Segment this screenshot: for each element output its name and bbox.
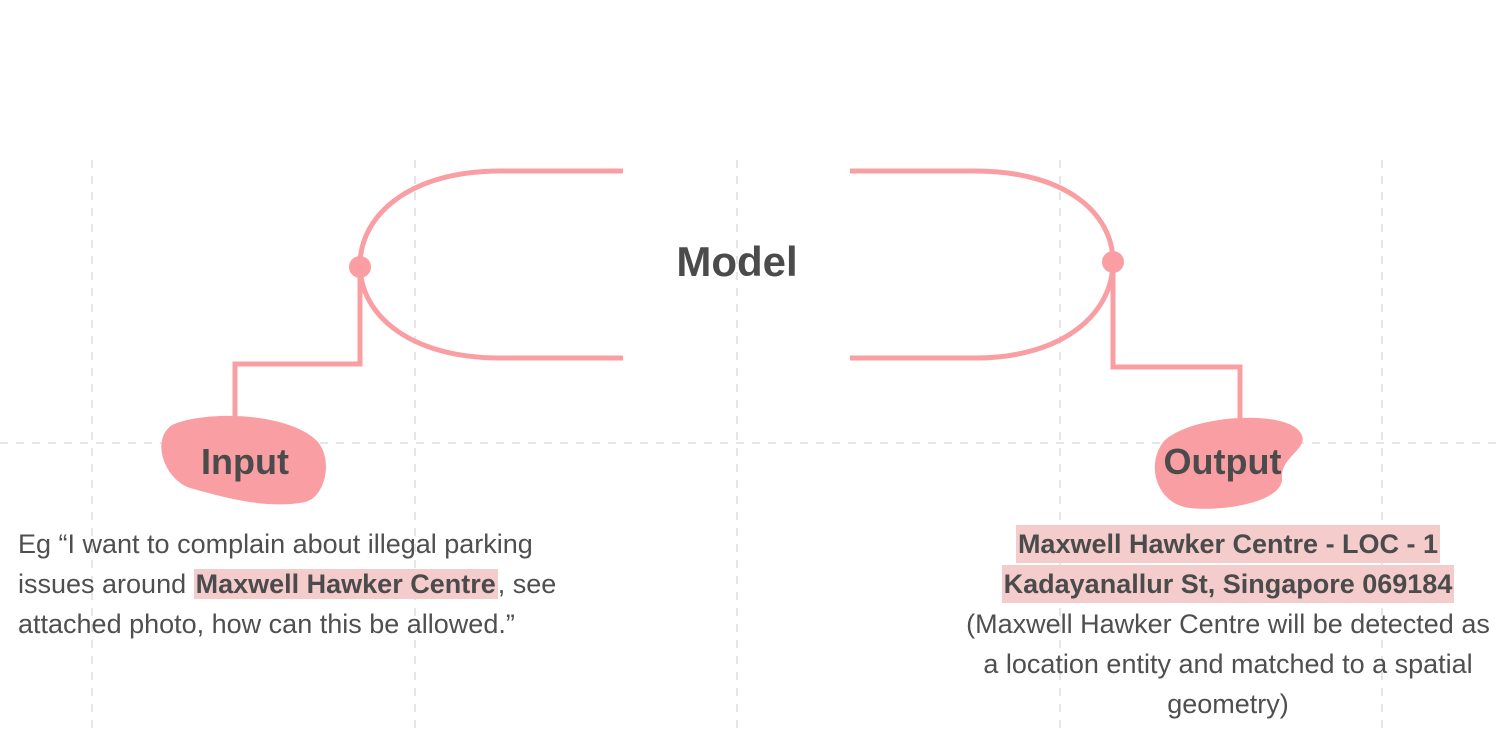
output-connector (1110, 262, 1243, 430)
example-suffix: , see attached photo, how can this be al… (18, 569, 557, 639)
output-blob (1154, 417, 1303, 509)
input-label: Input (201, 441, 289, 482)
output-highlight-line1: Maxwell Hawker Centre - LOC - 1 (1015, 525, 1441, 563)
example-location-highlight: Maxwell Hawker Centre (193, 569, 498, 599)
input-example-text: Eg “I want to complain about illegal par… (18, 524, 598, 644)
output-result: Maxwell Hawker Centre - LOC - 1 Kadayana… (955, 524, 1501, 724)
model-title: Model (676, 238, 798, 285)
model-left-bracket (357, 168, 623, 361)
output-connector-node (1102, 251, 1124, 273)
example-prefix: Eg “I want to complain about illegal par… (18, 529, 533, 599)
output-label: Output (1163, 441, 1282, 482)
output-note: (Maxwell Hawker Centre will be detected … (966, 609, 1490, 719)
output-highlight-line2: Kadayanallur St, Singapore 069184 (1001, 565, 1455, 603)
input-connector (232, 267, 363, 430)
model-right-bracket (850, 168, 1116, 361)
input-connector-node (349, 256, 371, 278)
input-blob (161, 415, 326, 505)
